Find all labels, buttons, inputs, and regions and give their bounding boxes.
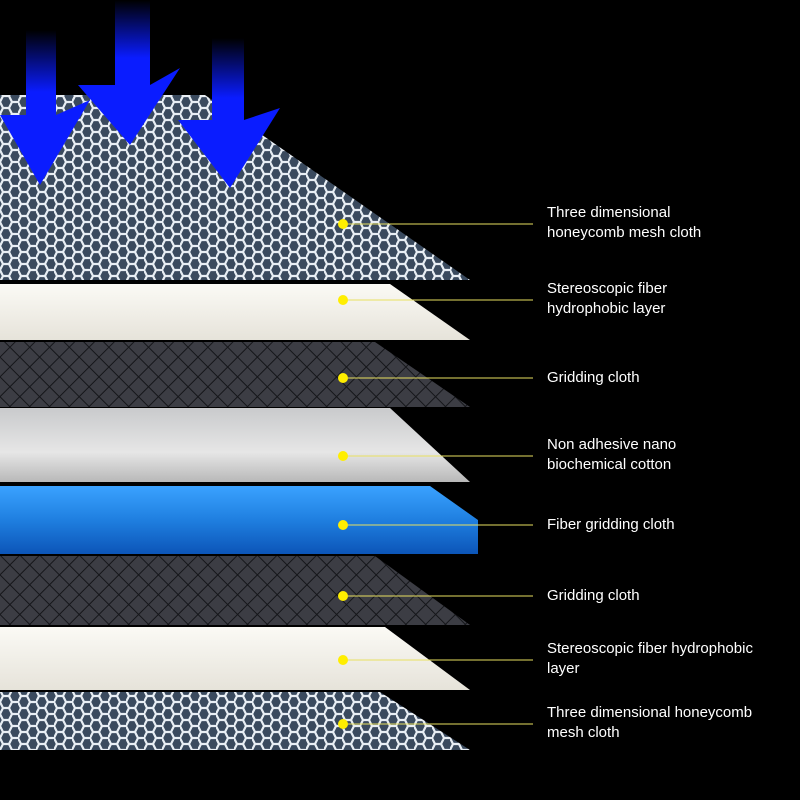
layer-gridding-1 bbox=[0, 342, 470, 407]
layer-label-line: Three dimensional honeycomb bbox=[547, 704, 753, 721]
layer-label-line: Fiber gridding cloth bbox=[547, 516, 675, 533]
layer-label-line: honeycomb mesh cloth bbox=[547, 224, 702, 241]
layer-label: Gridding cloth bbox=[547, 586, 640, 606]
layer-honeycomb-top bbox=[0, 95, 470, 280]
layer-gridding-2 bbox=[0, 556, 470, 625]
layer-label: Fiber gridding cloth bbox=[547, 515, 675, 535]
layer-label-line: Stereoscopic fiber bbox=[547, 280, 668, 297]
layer-label: Three dimensional honeycomb mesh cloth bbox=[547, 703, 752, 743]
marker-dot bbox=[338, 719, 348, 729]
layer-nano-cotton bbox=[0, 408, 470, 482]
layer-label: Three dimensional honeycomb mesh cloth bbox=[547, 203, 701, 243]
layer-label-line: Gridding cloth bbox=[547, 369, 640, 386]
layer-hydrophobic-bottom bbox=[0, 627, 470, 690]
layer-label-line: mesh cloth bbox=[547, 724, 620, 741]
marker-dot bbox=[338, 520, 348, 530]
airflow-arrows bbox=[0, 0, 280, 188]
leader-lines bbox=[338, 219, 533, 729]
layer-label: Gridding cloth bbox=[547, 368, 640, 388]
marker-dot bbox=[338, 451, 348, 461]
layer-label-line: Stereoscopic fiber hydrophobic bbox=[547, 640, 753, 657]
marker-dot bbox=[338, 295, 348, 305]
layer-label: Stereoscopic fiber hydrophobic layer bbox=[547, 279, 667, 319]
layer-label-line: hydrophobic layer bbox=[547, 300, 666, 317]
layer-label: Stereoscopic fiber hydrophobic layer bbox=[547, 639, 753, 679]
marker-dot bbox=[338, 655, 348, 665]
layer-label-line: Gridding cloth bbox=[547, 587, 640, 604]
marker-dot bbox=[338, 219, 348, 229]
arrow-icon bbox=[178, 38, 280, 188]
layer-hydrophobic-top bbox=[0, 284, 470, 340]
layer-label: Non adhesive nano biochemical cotton bbox=[547, 435, 676, 475]
layer-label-line: layer bbox=[547, 660, 580, 677]
layer-honeycomb-bottom bbox=[0, 692, 470, 750]
marker-dot bbox=[338, 373, 348, 383]
marker-dot bbox=[338, 591, 348, 601]
arrow-icon bbox=[78, 0, 180, 145]
layer-label-line: Three dimensional bbox=[547, 204, 671, 221]
layer-fiber-gridding bbox=[0, 486, 478, 554]
layer-label-line: biochemical cotton bbox=[547, 456, 672, 473]
layer-label-line: Non adhesive nano bbox=[547, 436, 677, 453]
arrow-icon bbox=[0, 30, 90, 185]
